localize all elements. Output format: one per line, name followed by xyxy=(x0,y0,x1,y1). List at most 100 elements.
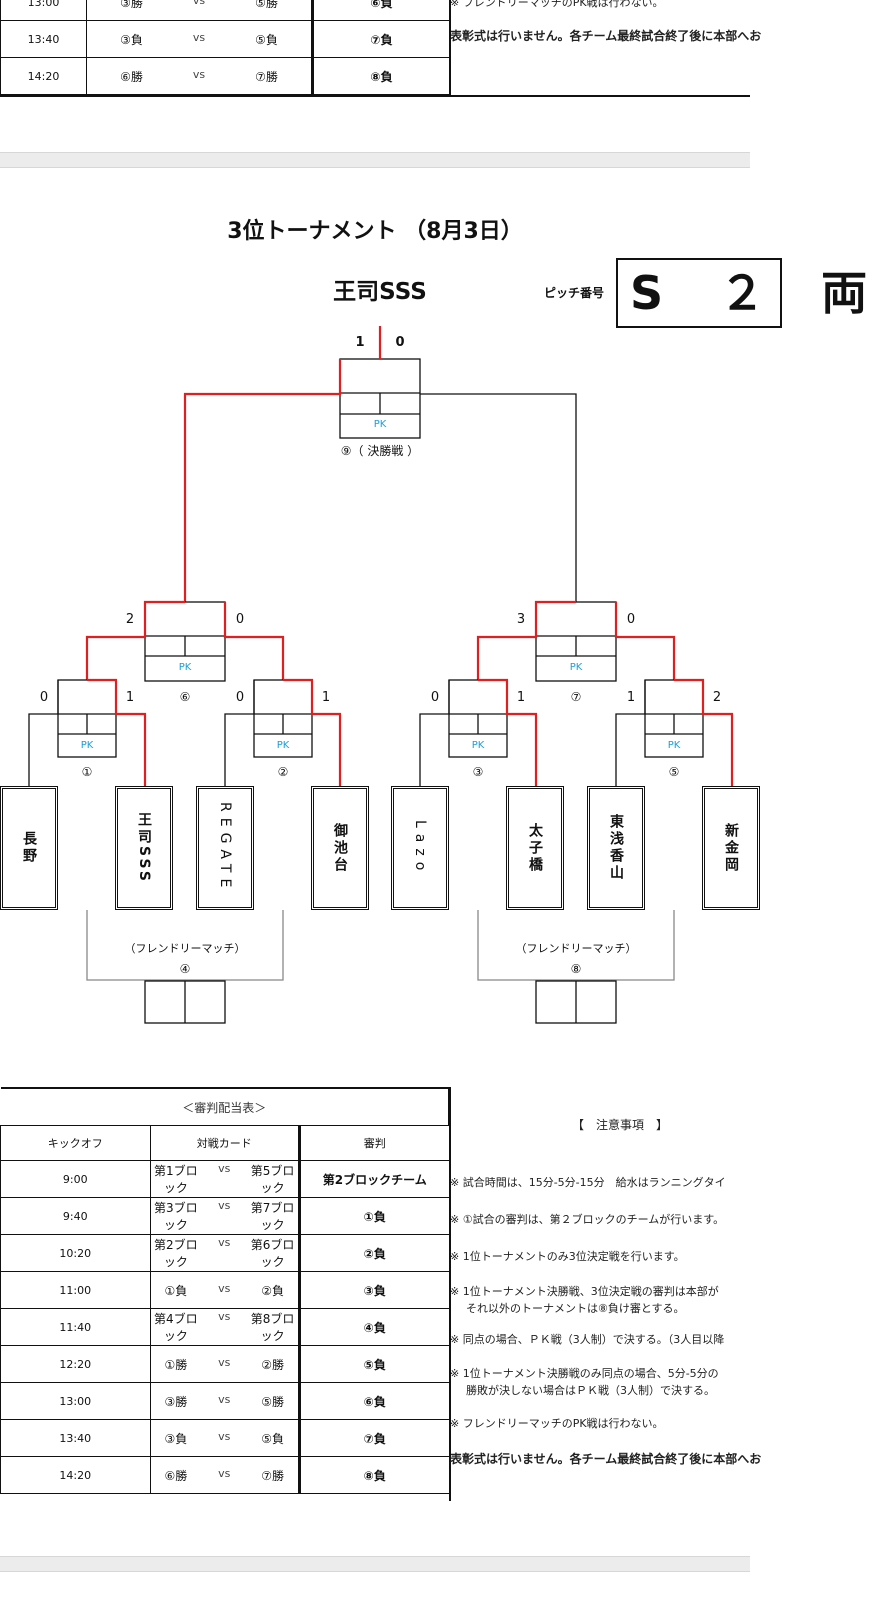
vs-label: vs xyxy=(218,1162,231,1175)
bracket-lines xyxy=(28,326,734,1024)
final-pk-label: PK xyxy=(373,419,387,430)
note-6b: 勝敗が決しない場合はＰＫ戦（3人制）で決する。 xyxy=(466,1384,715,1397)
kickoff-time: 11:00 xyxy=(0,1271,151,1309)
kickoff-time: 9:40 xyxy=(0,1197,151,1235)
pitch-number-box: S ２ 両 xyxy=(616,258,867,328)
qf1-score-left: 0 xyxy=(39,690,49,705)
team-oikedai: 御池台 xyxy=(311,786,369,910)
vs-label: vs xyxy=(192,30,206,44)
away-side: ⑤勝 xyxy=(261,1394,284,1409)
home-side: ③負 xyxy=(164,1431,188,1446)
kickoff-time: 13:00 xyxy=(0,1382,151,1420)
semi1-pk-label: PK xyxy=(178,662,192,673)
home-side: 第2ブロック xyxy=(154,1238,198,1269)
team-ouji-sss: 王司SSS xyxy=(115,786,173,910)
team-name: 東浅香山 xyxy=(608,814,624,882)
friendly-number-8: ⑧ xyxy=(570,962,582,976)
home-side: ③勝 xyxy=(120,0,143,10)
kickoff-time: 14:20 xyxy=(0,1456,151,1494)
game-number-1: ① xyxy=(81,765,93,779)
kickoff-time: 9:00 xyxy=(0,1160,151,1198)
friendly-match-label-left: （フレンドリーマッチ） xyxy=(124,942,246,955)
referee-assignment: ⑥負 xyxy=(298,1382,450,1420)
semi2-score-right: 0 xyxy=(626,612,636,627)
final-game-label: ⑨（ 決勝戦 ） xyxy=(340,444,420,458)
team-name: 新金岡 xyxy=(723,822,739,874)
team-taishibashi: 太子橋 xyxy=(506,786,564,910)
friendly-number-4: ④ xyxy=(179,962,191,976)
game-number-2: ② xyxy=(277,765,289,779)
away-side: ⑦勝 xyxy=(261,1468,284,1483)
match-card: 第1ブロック vs 第5ブロック xyxy=(149,1160,300,1198)
semi1-score-right: 0 xyxy=(235,612,245,627)
kickoff-time: 10:20 xyxy=(0,1234,151,1272)
home-side: 第1ブロック xyxy=(154,1164,198,1195)
note-7: ※ フレンドリーマッチのPK戦は行わない。 xyxy=(450,1417,664,1430)
semi2-pk-label: PK xyxy=(569,662,583,673)
top-bottom-border xyxy=(0,95,750,97)
referee-table-header: キックオフ 対戦カード 審判 xyxy=(0,1125,450,1161)
referee-assignment: ②負 xyxy=(298,1234,450,1272)
away-side: ②勝 xyxy=(261,1357,284,1372)
notes-border-left xyxy=(449,1087,451,1501)
vs-label: vs xyxy=(218,1429,231,1443)
col-match: 対戦カード xyxy=(149,1125,300,1161)
home-side: ⑥勝 xyxy=(120,69,143,84)
away-side: ⑦勝 xyxy=(255,69,278,84)
final-score-left: 1 xyxy=(355,335,365,350)
top-notes-border xyxy=(449,0,451,96)
home-side: ③負 xyxy=(120,32,143,47)
notes-section: 【 注意事項 】 ※ 試合時間は、15分-5分-15分 給水はランニングタイ ※… xyxy=(450,1117,761,1468)
referee-assignment: ①負 xyxy=(298,1197,450,1235)
referee-table-title-row: ＜審判配当表＞ xyxy=(0,1088,450,1126)
pitch-number-label: ピッチ番号 xyxy=(544,286,605,300)
qf1-score-right: 1 xyxy=(125,690,135,705)
team-name: 御池台 xyxy=(332,822,348,874)
kickoff-time: 13:40 xyxy=(0,1419,151,1457)
kickoff-time: 14:20 xyxy=(0,57,87,95)
schedule-row: 12:20 ①勝 vs ②勝 ⑤負 xyxy=(0,1345,450,1383)
col-kickoff: キックオフ xyxy=(0,1125,151,1161)
team-lazo: Lazo xyxy=(391,786,449,910)
winner-name: 王司SSS xyxy=(333,279,427,305)
qf2-score-right: 1 xyxy=(321,690,331,705)
home-side: ③勝 xyxy=(164,1394,188,1409)
home-side: ①勝 xyxy=(164,1357,188,1372)
home-side: ①負 xyxy=(164,1283,188,1298)
game-number-5: ⑤ xyxy=(668,765,680,779)
away-side: 第5ブロック xyxy=(250,1164,295,1195)
away-side: ⑤負 xyxy=(261,1431,284,1446)
away-side: 第7ブロック xyxy=(250,1201,295,1232)
kickoff-time: 12:20 xyxy=(0,1345,151,1383)
qf1-pk-label: PK xyxy=(80,740,94,751)
team-name: 長野 xyxy=(21,831,37,865)
top-notes-fragment: ※ フレンドリーマッチのPK戦は行わない。 表彰式は行いません。各チーム最終試合… xyxy=(450,0,761,45)
match-card: ①勝 vs ②勝 xyxy=(149,1345,300,1383)
referee-assignment: ④負 xyxy=(298,1308,450,1346)
note-4b: それ以外のトーナメントは⑧負け審とする。 xyxy=(466,1302,685,1315)
team-regate: REGATE xyxy=(196,786,254,910)
away-side: ②負 xyxy=(261,1283,284,1298)
team-shinkanaoka: 新金岡 xyxy=(702,786,760,910)
vs-label: vs xyxy=(218,1355,231,1369)
vs-label: vs xyxy=(192,0,206,7)
note-4: ※ 1位トーナメント決勝戦、3位決定戦の審判は本部が xyxy=(450,1285,719,1298)
referee-assignment: ⑤負 xyxy=(298,1345,450,1383)
notes-heading: 【 注意事項 】 xyxy=(572,1118,669,1132)
qf3-score-left: 0 xyxy=(430,690,440,705)
qf5-score-left: 1 xyxy=(626,690,636,705)
note-2: ※ ①試合の審判は、第２ブロックのチームが行います。 xyxy=(450,1213,725,1226)
qf2-score-left: 0 xyxy=(235,690,245,705)
